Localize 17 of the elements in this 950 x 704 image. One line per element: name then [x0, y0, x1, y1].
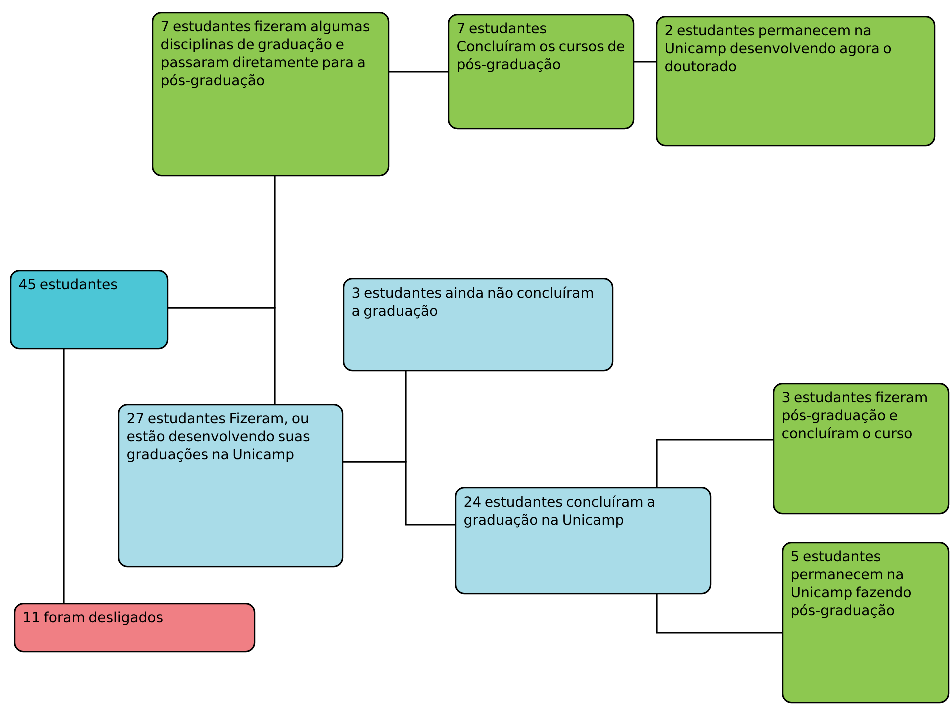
text-box: 3 estudantes ainda não concluíram a graduação [343, 278, 614, 372]
text-box: 7 estudantes Concluíram os cursos de pós-graduação [448, 14, 635, 130]
connector-line [342, 461, 455, 526]
text-box: 2 estudantes permanecem na Unicamp desenvolvendo agora o doutorado [656, 16, 936, 147]
text-box: 24 estudantes concluíram a graduação na Unicamp [455, 487, 712, 595]
connector-line [388, 71, 448, 73]
connector-line [633, 61, 656, 63]
text-box: 5 estudantes permanecem na Unicamp fazendo pós-graduação [782, 542, 950, 704]
connector-line [656, 439, 773, 487]
text-box: 3 estudantes fizeram pós-graduação e concluíram o curso [773, 383, 950, 515]
connector-line [656, 593, 782, 634]
connector-line [167, 307, 276, 404]
connector-line [63, 348, 65, 603]
text-box: 45 estudantes [10, 270, 169, 350]
text-box: 7 estudantes fizeram algumas disciplinas de graduação e passaram diretamente para a pós-graduação [152, 12, 390, 177]
text-box: 27 estudantes Fizeram, ou estão desenvolvendo suas graduações na Unicamp [118, 404, 344, 568]
text-box: 11 foram desligados [14, 603, 256, 653]
